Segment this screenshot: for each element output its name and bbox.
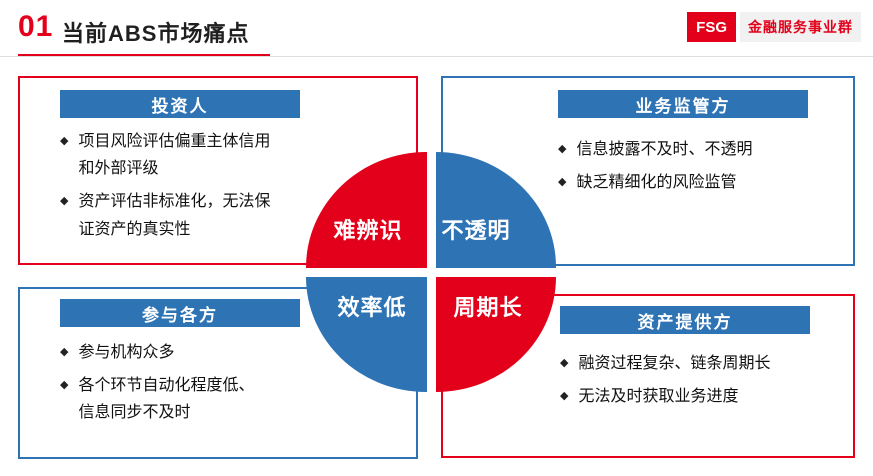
pain-box-participants: 参与各方 ◆ 参与机构众多 ◆ 各个环节自动化程度低、信息同步不及时 xyxy=(18,287,418,459)
bullet-item: ◆ 融资过程复杂、链条周期长 xyxy=(560,350,853,377)
quadrant-top-left xyxy=(306,152,427,268)
bullet-text: 信息披露不及时、不透明 xyxy=(576,141,753,158)
box-title-participants: 参与各方 xyxy=(60,299,300,327)
title-underline-red xyxy=(18,54,270,57)
bullet-item: ◆ 项目风险评估偏重主体信用和外部评级 xyxy=(60,128,416,182)
bullet-item: ◆ 资产评估非标准化，无法保证资产的真实性 xyxy=(60,188,416,242)
bullet-text: 项目风险评估偏重主体信用和外部评级 xyxy=(78,133,271,178)
bullet-text: 资产评估非标准化，无法保证资产的真实性 xyxy=(78,193,271,238)
quadrant-top-right xyxy=(435,152,556,268)
bullet-item: ◆ 缺乏精细化的风险监管 xyxy=(558,169,853,196)
bullet-item: ◆ 参与机构众多 xyxy=(60,339,416,366)
header-divider xyxy=(0,56,873,57)
diamond-bullet-icon: ◆ xyxy=(558,176,567,189)
quadrant-label-long-cycle: 周期长 xyxy=(453,295,523,320)
section-number: 01 xyxy=(18,10,54,43)
bullet-text: 缺乏精细化的风险监管 xyxy=(576,174,737,192)
diamond-bullet-icon: ◆ xyxy=(558,143,567,155)
diamond-bullet-icon: ◆ xyxy=(560,390,569,403)
bullet-text: 各个环节自动化程度低、信息同步不及时 xyxy=(78,377,255,422)
department-badge: 金融服务事业群 xyxy=(740,12,861,42)
quadrant-label-hard-to-identify: 难辨识 xyxy=(333,218,403,243)
diamond-bullet-icon: ◆ xyxy=(60,346,69,358)
box-title-asset-providers: 资产提供方 xyxy=(560,306,810,334)
diamond-bullet-icon: ◆ xyxy=(60,135,69,147)
diamond-bullet-icon: ◆ xyxy=(60,379,69,392)
bullet-text: 无法及时获取业务进度 xyxy=(578,388,739,406)
center-quadrant-circle: 难辨识 不透明 效率低 周期长 xyxy=(306,152,556,392)
header-badges: FSG 金融服务事业群 xyxy=(687,12,861,42)
bullet-text: 融资过程复杂、链条周期长 xyxy=(578,355,771,372)
fsg-logo-badge: FSG xyxy=(687,12,736,42)
box-title-regulators: 业务监管方 xyxy=(558,90,808,118)
bullet-list-participants: ◆ 参与机构众多 ◆ 各个环节自动化程度低、信息同步不及时 xyxy=(60,339,416,427)
bullet-item: ◆ 信息披露不及时、不透明 xyxy=(558,136,853,163)
bullet-item: ◆ 无法及时获取业务进度 xyxy=(560,383,853,410)
quadrant-label-opaque: 不透明 xyxy=(441,218,511,243)
bullet-list-asset-providers: ◆ 融资过程复杂、链条周期长 ◆ 无法及时获取业务进度 xyxy=(560,350,853,410)
bullet-list-investors: ◆ 项目风险评估偏重主体信用和外部评级 ◆ 资产评估非标准化，无法保证资产的真实… xyxy=(60,128,416,243)
page-title: 当前ABS市场痛点 xyxy=(62,21,250,46)
bullet-list-regulators: ◆ 信息披露不及时、不透明 ◆ 缺乏精细化的风险监管 xyxy=(558,136,853,196)
bullet-text: 参与机构众多 xyxy=(78,344,175,361)
bullet-item: ◆ 各个环节自动化程度低、信息同步不及时 xyxy=(60,372,416,426)
quadrant-label-low-efficiency: 效率低 xyxy=(337,295,407,320)
diamond-bullet-icon: ◆ xyxy=(560,357,569,369)
diamond-bullet-icon: ◆ xyxy=(60,195,69,208)
box-title-investors: 投资人 xyxy=(60,90,300,118)
